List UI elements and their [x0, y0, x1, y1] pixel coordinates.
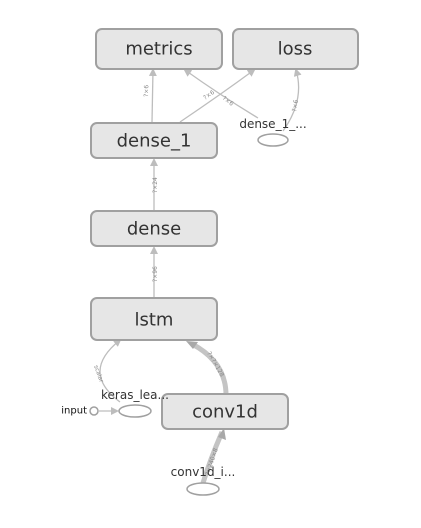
node-conv1d-input-label: conv1d_i...: [171, 465, 236, 479]
node-conv1d-input-ellipse: [186, 482, 220, 496]
edge-label-aux-metrics: ?×6: [221, 95, 235, 108]
edge-label-keras-lstm: scalar: [92, 364, 105, 384]
edge-label-dense-dense1: ?×24: [152, 177, 159, 193]
node-keras-lea-ellipse: [118, 404, 152, 418]
node-metrics[interactable]: metrics: [95, 28, 223, 70]
node-dense-label: dense: [127, 219, 181, 240]
edge-label-dense1-metrics: ?×6: [143, 85, 150, 97]
node-dense[interactable]: dense: [90, 210, 218, 247]
node-dense-1-label: dense_1: [117, 131, 192, 152]
node-lstm-label: lstm: [135, 310, 174, 331]
edge-dense1-to-metrics: [148, 68, 157, 123]
edge-conv1d-to-lstm: [190, 341, 229, 396]
edge-label-lstm-dense: ?×96: [152, 266, 159, 282]
node-loss[interactable]: loss: [232, 28, 359, 70]
edge-keras-to-lstm: [99, 338, 122, 403]
node-keras-lea[interactable]: keras_lea...: [101, 388, 169, 418]
node-conv1d[interactable]: conv1d: [161, 393, 289, 430]
edge-aux-to-metrics: [183, 68, 259, 119]
edge-label-aux-loss: ?×6: [291, 99, 300, 112]
node-input-circle: [89, 406, 99, 416]
node-loss-label: loss: [278, 39, 313, 60]
node-conv1d-input[interactable]: conv1d_i...: [171, 465, 236, 496]
node-dense-1-aux[interactable]: dense_1_...: [239, 117, 307, 147]
node-conv1d-label: conv1d: [192, 402, 258, 423]
node-input[interactable]: input: [61, 406, 99, 417]
node-input-label: input: [61, 406, 87, 417]
node-lstm[interactable]: lstm: [90, 297, 218, 341]
node-keras-lea-label: keras_lea...: [101, 388, 169, 402]
node-metrics-label: metrics: [125, 39, 192, 60]
edge-label-conv1d-lstm: ?×?×128: [205, 351, 225, 379]
edge-conv1d-lstm-arrowhead: [186, 341, 198, 349]
node-dense-1-aux-label: dense_1_...: [239, 117, 306, 131]
node-dense-1-aux-ellipse: [257, 133, 289, 147]
node-dense-1[interactable]: dense_1: [90, 122, 218, 159]
edge-input-conv1d-arrowhead: [218, 428, 226, 440]
edge-aux-to-loss: [282, 68, 302, 132]
edge-dense1-to-loss: [179, 68, 256, 123]
